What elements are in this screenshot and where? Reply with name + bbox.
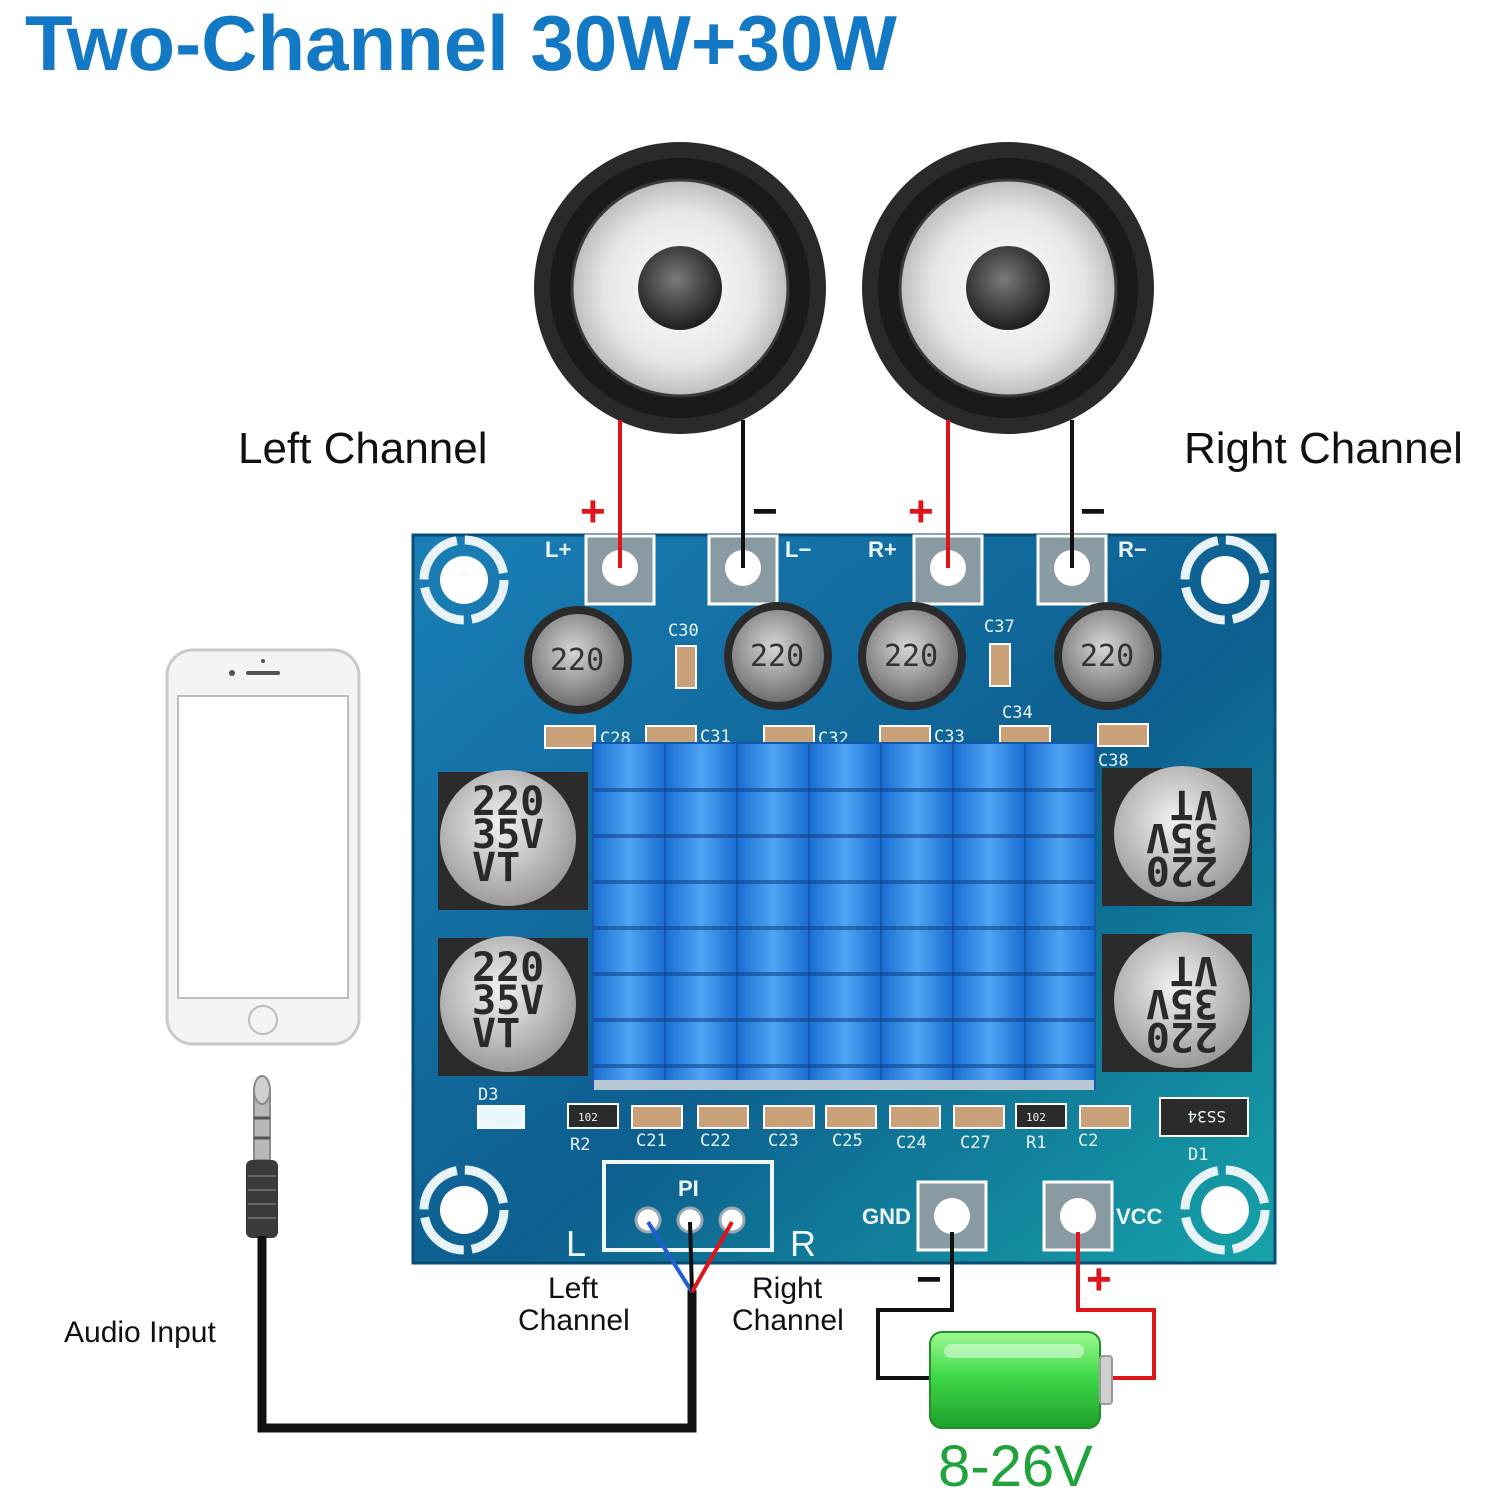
capacitor-voltage: 35V xyxy=(472,978,544,1024)
power-wires xyxy=(876,1232,1156,1380)
input-right-label: R xyxy=(790,1223,816,1264)
component-label-c24: C24 xyxy=(896,1133,927,1153)
input-right-channel-line1: Right xyxy=(752,1272,823,1305)
input-left-channel-line1: Left xyxy=(548,1272,599,1305)
capacitor-value: 220 xyxy=(472,779,544,825)
component-label-c25: C25 xyxy=(832,1131,863,1151)
inductor-value: 220 xyxy=(750,639,804,674)
left-plus-sign: + xyxy=(580,487,606,536)
capacitor-voltage: 35V xyxy=(472,812,544,858)
capacitor-voltage: 35V xyxy=(1146,980,1218,1026)
mounting-hole xyxy=(419,535,1270,1255)
component-label-c38: C38 xyxy=(1098,751,1129,771)
battery-minus-sign: − xyxy=(916,1255,942,1304)
component-label-c21: C21 xyxy=(636,1131,667,1151)
input-left-channel-line2: Channel xyxy=(518,1304,630,1337)
smartphone xyxy=(165,648,361,1046)
component-label-c22: C22 xyxy=(700,1131,731,1151)
right-speaker xyxy=(862,142,1154,434)
gnd-label: GND xyxy=(862,1204,911,1229)
capacitor-voltage: 35V xyxy=(1146,814,1218,860)
right-channel-label: Right Channel xyxy=(1184,424,1463,473)
battery-plus-sign: + xyxy=(1086,1255,1112,1304)
resistor-code: 102 xyxy=(1026,1111,1046,1124)
capacitor-series: VT xyxy=(1170,947,1218,993)
terminal-label-r-minus: R− xyxy=(1118,537,1147,562)
audio-cable xyxy=(257,1220,734,1433)
input-right-channel-line2: Channel xyxy=(732,1304,844,1337)
diode-marking: SS34 xyxy=(1187,1107,1226,1126)
capacitor-value: 220 xyxy=(1146,1013,1218,1059)
capacitor-series: VT xyxy=(472,845,520,891)
left-speaker xyxy=(534,142,826,434)
page-title: Two-Channel 30W+30W xyxy=(25,0,897,87)
speaker-wires xyxy=(618,420,1074,568)
component-label-d1: D1 xyxy=(1188,1145,1208,1165)
terminal-label-r-plus: R+ xyxy=(868,537,897,562)
component-label-c23: C23 xyxy=(768,1131,799,1151)
component-label-c27: C27 xyxy=(960,1133,991,1153)
component-label-r2: R2 xyxy=(570,1135,590,1155)
left-channel-label: Left Channel xyxy=(238,424,488,473)
capacitor-value: 220 xyxy=(472,945,544,991)
heatsink xyxy=(592,742,1096,1090)
audio-input-label: Audio Input xyxy=(64,1316,216,1349)
smd-capacitor xyxy=(675,643,1011,689)
inductor-value: 220 xyxy=(1080,639,1134,674)
amplifier-board: L+ L− R+ R− 220 220 220 220 C30 C37 C34 xyxy=(411,533,1277,1265)
audio-input-header xyxy=(602,1160,774,1252)
inductor-value: 220 xyxy=(884,639,938,674)
battery xyxy=(929,1331,1113,1429)
input-left-label: L xyxy=(566,1223,586,1264)
capacitor-series: VT xyxy=(1170,781,1218,827)
audio-jack xyxy=(246,1075,278,1238)
input-header-label: PI xyxy=(678,1176,699,1201)
right-minus-sign: − xyxy=(1080,487,1106,536)
resistor-code: 102 xyxy=(578,1111,598,1124)
inductor xyxy=(524,602,1162,714)
component-label-c34: C34 xyxy=(1002,703,1033,723)
left-minus-sign: − xyxy=(752,487,778,536)
electrolytic-capacitor xyxy=(438,766,1252,1076)
terminal-label-l-minus: L− xyxy=(785,537,811,562)
capacitor-series: VT xyxy=(472,1011,520,1057)
voltage-label: 8-26V xyxy=(938,1434,1093,1499)
component-label-c2: C2 xyxy=(1078,1131,1098,1151)
terminal-label-l-plus: L+ xyxy=(545,537,571,562)
component-label-c30: C30 xyxy=(668,621,699,641)
component-label-r1: R1 xyxy=(1026,1133,1046,1153)
right-plus-sign: + xyxy=(908,487,934,536)
capacitor-value: 220 xyxy=(1146,847,1218,893)
inductor-value: 220 xyxy=(550,643,604,678)
smd-component-row xyxy=(477,1097,1249,1137)
component-label-c37: C37 xyxy=(984,617,1015,637)
vcc-label: VCC xyxy=(1116,1204,1163,1229)
component-label-d3: D3 xyxy=(478,1085,498,1105)
